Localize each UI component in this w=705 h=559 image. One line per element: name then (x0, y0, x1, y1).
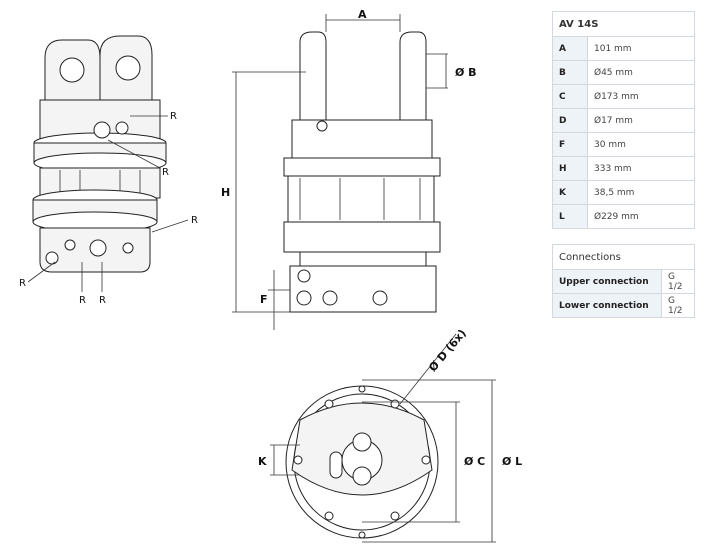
r-label-5: R (79, 295, 86, 306)
bottom-plan-view: Ø D (6x) Ø C Ø L K (258, 327, 522, 543)
dim-h-label: H (221, 186, 230, 199)
dim-b-label: Ø B (455, 66, 477, 79)
r-label-4: R (19, 278, 26, 289)
dim-l-label: Ø L (502, 455, 522, 468)
dim-c-label: Ø C (464, 455, 485, 468)
r-label-2: R (162, 167, 169, 178)
connections-table-title: Connections (552, 244, 695, 270)
dim-f-label: F (260, 293, 268, 306)
isometric-rotator-view: R R R R R R (19, 35, 198, 306)
r-label-1: R (170, 111, 177, 122)
r-label-6: R (99, 295, 106, 306)
dim-k-label: K (258, 455, 267, 468)
r-label-3: R (191, 215, 198, 226)
dim-d-label: Ø D (6x) (426, 327, 469, 374)
spec-table-title: AV 14S (552, 11, 695, 37)
dim-a-label: A (358, 8, 367, 21)
side-elevation-view: A Ø B H F (221, 8, 477, 330)
